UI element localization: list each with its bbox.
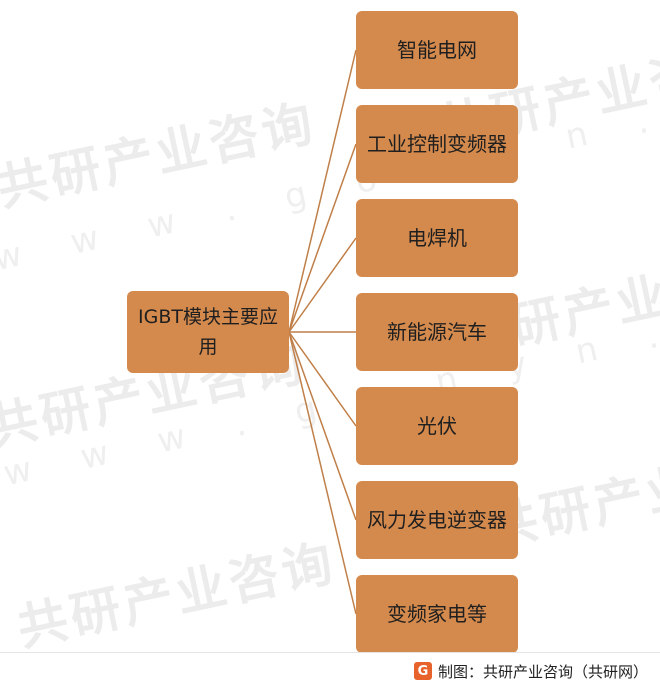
leaf-node-industrial-inverter: 工业控制变频器 — [356, 105, 518, 183]
footer-divider — [0, 652, 660, 653]
root-node: IGBT模块主要应用 — [127, 291, 289, 373]
connector-line — [288, 331, 357, 615]
connector-line — [288, 237, 357, 333]
leaf-node-new-energy-vehicle: 新能源汽车 — [356, 293, 518, 371]
connector-line — [288, 331, 357, 521]
connector-line — [288, 143, 357, 333]
footer-source-text: 制图：共研产业咨询（共研网） — [437, 662, 648, 681]
leaf-node-home-appliances: 变频家电等 — [356, 575, 518, 653]
leaf-node-smart-grid: 智能电网 — [356, 11, 518, 89]
footer-credit: G 制图：共研产业咨询（共研网） — [413, 658, 648, 684]
connector-line — [288, 49, 357, 333]
leaf-node-photovoltaic: 光伏 — [356, 387, 518, 465]
leaf-node-wind-inverter: 风力发电逆变器 — [356, 481, 518, 559]
brand-logo-icon: G — [413, 662, 432, 680]
connector-line — [288, 331, 357, 427]
leaf-node-welding-machine: 电焊机 — [356, 199, 518, 277]
